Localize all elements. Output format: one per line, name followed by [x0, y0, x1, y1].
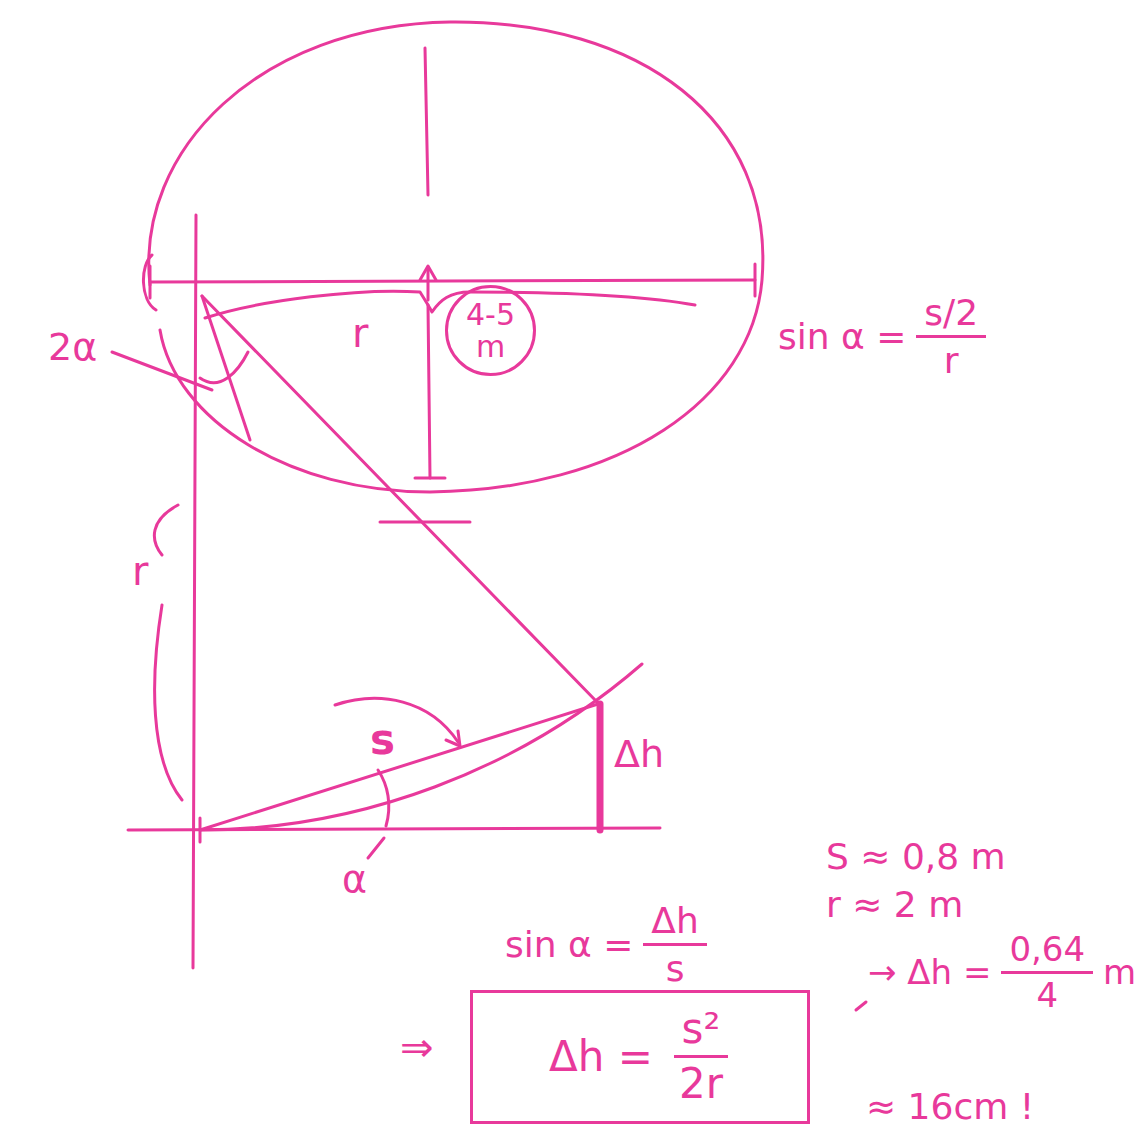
- fraction: Δhs: [643, 900, 706, 990]
- formula-text: s: [658, 946, 693, 989]
- formula-text: 0,64: [1001, 930, 1093, 974]
- arrow-head: [446, 731, 460, 746]
- formula-text: s²: [674, 1005, 729, 1058]
- axis-line: [193, 215, 196, 968]
- leader-line: [112, 352, 212, 390]
- leader-line: [368, 838, 384, 858]
- angle-side: [202, 296, 250, 440]
- tick: [754, 264, 757, 296]
- formula-text: → Δh =: [868, 953, 991, 992]
- radius-line: [427, 268, 430, 300]
- formula-text: 4: [1028, 974, 1066, 1015]
- sight-line: [202, 296, 598, 703]
- value-label: r ≈ 2 m: [826, 884, 963, 925]
- implies-sign: ⇒: [400, 1024, 434, 1070]
- result-arrow: [856, 1002, 866, 1010]
- formula-text: m: [1103, 953, 1136, 992]
- value-circle: 4-5 m: [445, 285, 536, 376]
- formula-text: r: [936, 338, 967, 381]
- tick: [149, 266, 152, 298]
- radius-label: r: [352, 310, 368, 356]
- curve-arc: [200, 664, 642, 830]
- height-label: Δh: [614, 733, 664, 777]
- formula: sin α =s/2r: [778, 292, 986, 382]
- fraction: 0,644: [1001, 930, 1093, 1015]
- angle-arc: [378, 770, 389, 826]
- formula: sin α =Δhs: [505, 900, 707, 990]
- formula-text: sin α =: [778, 316, 906, 357]
- angle-arc: [200, 352, 248, 383]
- tick: [415, 477, 445, 480]
- radius-label: r: [132, 548, 148, 594]
- arc-length-label: s: [370, 716, 395, 764]
- tick: [199, 818, 202, 842]
- formula-text: sin α =: [505, 924, 633, 965]
- value-text: 4-5 m: [460, 299, 522, 362]
- angle-label: 2α: [48, 326, 97, 370]
- formula-text: Δh: [643, 900, 706, 946]
- radius-line: [425, 48, 428, 195]
- face-curve: [205, 291, 695, 318]
- radius-line: [428, 305, 430, 478]
- formula-text: s/2: [916, 292, 986, 338]
- value-label: S ≈ 0,8 m: [826, 836, 1006, 877]
- fraction: s/2r: [916, 292, 986, 382]
- chord-line: [200, 704, 598, 830]
- formula-text: Δh =: [549, 1033, 653, 1081]
- head-outline: [149, 22, 763, 492]
- result-box: Δh = s²2r: [470, 990, 810, 1124]
- curved-arrow: [335, 698, 458, 742]
- formula: → Δh =0,644m: [868, 930, 1136, 1015]
- fraction: s²2r: [671, 1005, 731, 1109]
- height-bar: [597, 704, 604, 830]
- formula-text: 2r: [671, 1058, 731, 1108]
- angle-label: α: [342, 858, 367, 902]
- arrow-head: [420, 266, 436, 280]
- bracket: [154, 505, 182, 800]
- result-label: ≈ 16cm !: [866, 1086, 1034, 1127]
- width-line: [150, 280, 755, 282]
